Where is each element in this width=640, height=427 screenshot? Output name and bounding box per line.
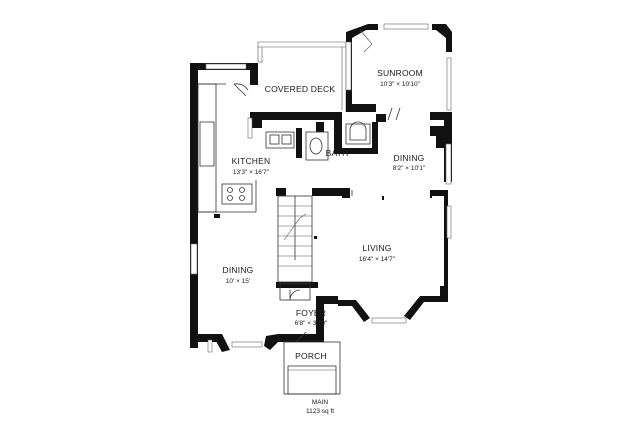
dining-left-dimensions: 10' × 15' bbox=[226, 278, 250, 285]
sunroom-label: SUNROOM bbox=[377, 68, 423, 78]
porch-label: PORCH bbox=[295, 351, 327, 361]
living-label: LIVING bbox=[362, 243, 391, 253]
dining-right-label: DINING bbox=[394, 153, 425, 163]
foyer-dimensions: 6'8" × 3'10" bbox=[295, 320, 328, 327]
area-label: 1123 sq ft bbox=[306, 408, 334, 415]
kitchen-label: KITCHEN bbox=[232, 156, 271, 166]
room-labels: COVERED DECK SUNROOM 10'3" × 10'10" KITC… bbox=[223, 68, 426, 361]
bath-fixtures bbox=[305, 29, 373, 161]
staircase bbox=[277, 195, 313, 301]
dining-left-label: DINING bbox=[223, 265, 254, 275]
porch-steps bbox=[283, 341, 341, 395]
dining-right-dimensions: 8'2" × 10'1" bbox=[393, 165, 426, 172]
plan-footer: MAIN 1123 sq ft bbox=[306, 399, 334, 415]
windows bbox=[190, 23, 452, 353]
bath-label: BATH bbox=[326, 148, 349, 158]
foyer-label: FOYER bbox=[296, 308, 326, 318]
sunroom-dimensions: 10'3" × 10'10" bbox=[380, 81, 421, 88]
covered-deck-label: COVERED DECK bbox=[265, 84, 336, 94]
kitchen-fixtures bbox=[197, 83, 295, 213]
level-label: MAIN bbox=[312, 399, 329, 406]
covered-deck-outline bbox=[257, 41, 347, 112]
kitchen-dimensions: 13'3" × 16'7" bbox=[233, 169, 270, 176]
doors bbox=[289, 107, 401, 343]
living-dimensions: 16'4" × 14'7" bbox=[359, 256, 396, 263]
interior-walls bbox=[214, 112, 444, 288]
